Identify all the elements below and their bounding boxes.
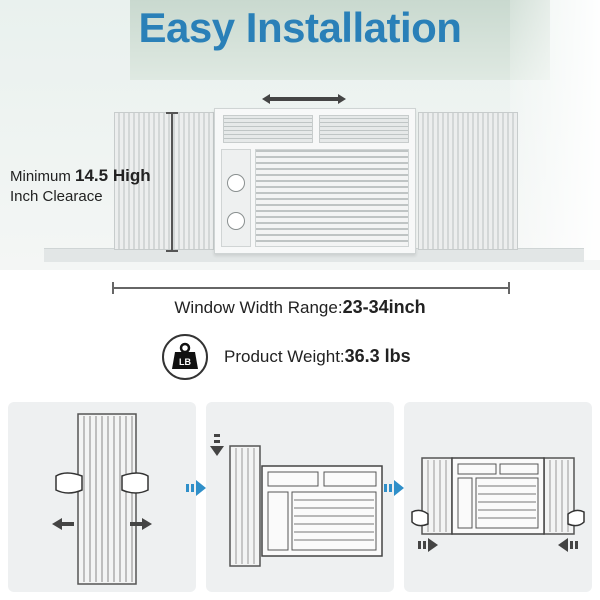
arrow-right-icon — [130, 518, 152, 530]
hand-icon — [411, 509, 585, 527]
step-3-illustration — [411, 457, 585, 552]
clearance-dimension-line — [166, 112, 178, 252]
product-weight-value: 36.3 lbs — [344, 346, 411, 366]
window-glass — [130, 0, 550, 80]
ac-front-grille — [255, 149, 409, 247]
chevron-right-icon — [186, 480, 206, 496]
step-attach-panel — [206, 402, 394, 592]
arrow-left-icon — [52, 518, 74, 530]
air-conditioner-unit — [214, 108, 416, 254]
step-pull-panels-to-frame — [404, 402, 592, 592]
ac-knob-icon — [227, 212, 245, 230]
arrow-right-icon — [418, 538, 438, 552]
step-extend-panel — [8, 402, 196, 592]
ac-top-vents — [223, 115, 409, 143]
step-1-illustration — [52, 413, 152, 585]
window-handle-icon — [262, 94, 346, 104]
hand-icon — [55, 472, 149, 494]
ac-knob-icon — [227, 174, 245, 192]
weight-icon-badge: LB — [162, 334, 208, 380]
side-panel-right — [418, 112, 518, 250]
step-2-illustration — [210, 434, 383, 567]
chevron-right-icon — [384, 480, 404, 496]
width-range-text: Window Width Range:23-34inch — [174, 297, 426, 317]
ac-control-panel — [221, 149, 251, 247]
clearance-text: Minimum 14.5 High Inch Clearace — [10, 166, 151, 205]
arrow-down-icon — [210, 434, 224, 456]
width-range-value: 23-34inch — [342, 297, 426, 317]
clearance-value: 14.5 High — [75, 166, 151, 185]
weight-badge-label: LB — [179, 357, 191, 367]
side-panel-left — [114, 112, 214, 250]
arrow-left-icon — [558, 538, 578, 552]
product-weight-text: Product Weight:36.3 lbs — [224, 346, 411, 366]
page-title: Easy Installation — [138, 4, 462, 51]
curtain — [510, 0, 600, 260]
weight-icon: LB — [172, 342, 198, 369]
width-dimension-line — [112, 282, 510, 294]
